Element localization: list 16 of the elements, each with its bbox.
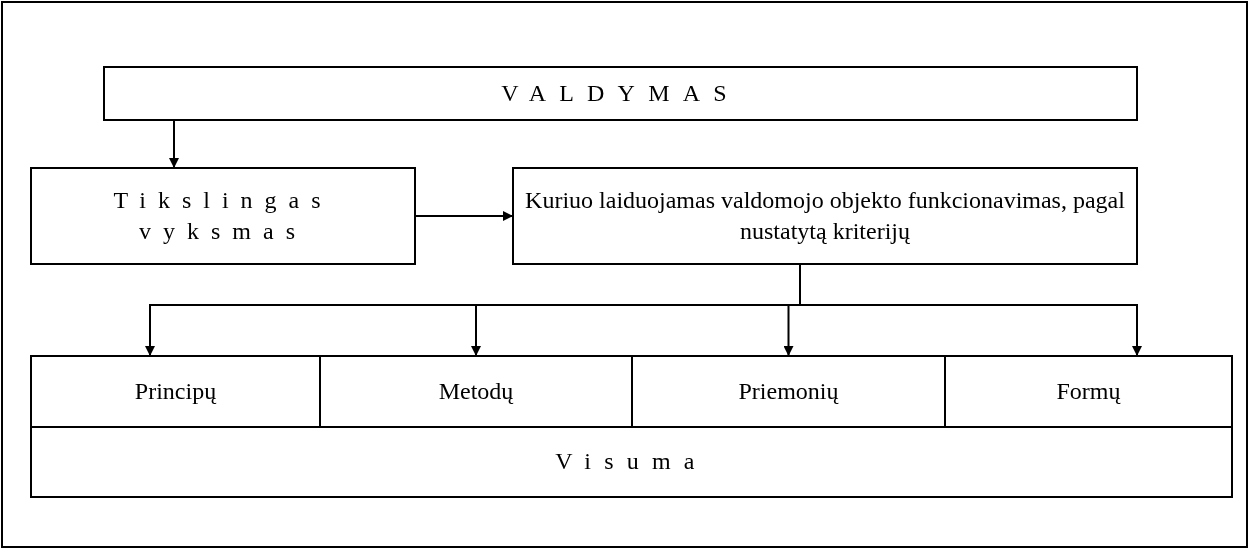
- node-label: Priemonių: [738, 376, 839, 406]
- component-box: [30, 355, 321, 428]
- node-label: Metodų: [438, 376, 514, 406]
- node-label: Principų: [134, 376, 217, 406]
- arrow: [415, 211, 513, 221]
- node-label: Kuriuo laiduojamas valdomojo objekto funkcionavimas, pagal nustatytą kriterijų: [524, 185, 1126, 246]
- node-label: Formų: [1056, 376, 1121, 406]
- component-box: [944, 355, 1233, 428]
- process-box: [30, 167, 416, 265]
- node-label: Visuma: [555, 447, 708, 477]
- title-box: [103, 66, 1138, 121]
- node-label: Tikslingas vyksmas: [112, 185, 334, 246]
- arrow: [169, 120, 179, 168]
- process-box: [512, 167, 1138, 265]
- summary-box: [30, 426, 1233, 498]
- node-label: VALDYMAS: [501, 78, 740, 108]
